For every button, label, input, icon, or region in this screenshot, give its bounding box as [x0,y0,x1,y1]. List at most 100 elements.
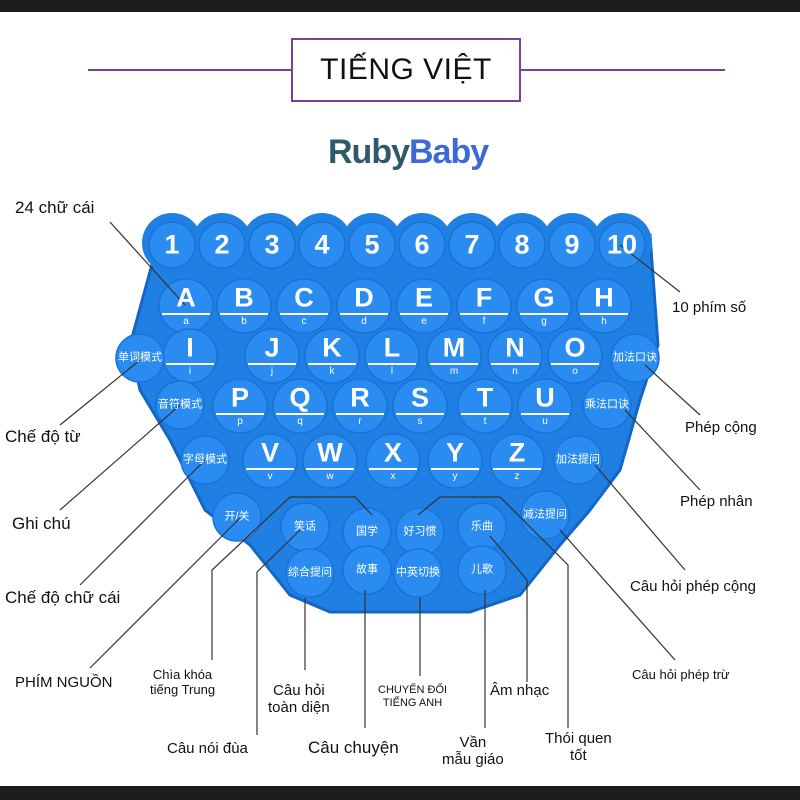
letter-key-F[interactable]: F [475,282,493,313]
letter-key-cap [489,433,545,489]
letter-key-P[interactable]: P [230,382,250,413]
logo-part-baby: Baby [409,133,489,171]
letter-key-X[interactable]: X [383,437,403,468]
stories-key[interactable]: 故事 [356,563,378,576]
function-key-cap [212,492,262,542]
letter-key-D[interactable]: D [354,282,374,313]
number-key-6[interactable]: 6 [414,229,430,260]
lowercase-w: w [326,471,334,482]
letter-mode-key[interactable]: 字母模式 [183,453,227,466]
number-key-1[interactable]: 1 [164,229,180,260]
logo-part-ruby: Ruby [328,133,410,171]
key-underline [461,413,509,415]
letter-key-Z[interactable]: Z [508,437,526,468]
label-number-keys: 10 phím số [672,299,747,316]
addition-table-key[interactable]: 加法口诀 [613,351,657,364]
chinese-classics-key[interactable]: 国学 [356,525,378,538]
key-underline [368,363,416,365]
letter-key-O[interactable]: O [564,332,586,363]
number-key-2[interactable]: 2 [214,229,230,260]
function-key-cap [553,435,603,485]
letter-key-Q[interactable]: Q [289,382,311,413]
number-key-8[interactable]: 8 [514,229,530,260]
number-key-cap [198,221,246,269]
lowercase-i: i [188,366,192,377]
key-underline [431,468,479,470]
key-underline [216,413,264,415]
letter-key-M[interactable]: M [442,332,466,363]
title-line-left [88,69,291,71]
label-power-key: PHÍM NGUỒN [15,674,113,691]
letter-key-R[interactable]: R [350,382,370,413]
bottom-bar [0,786,800,800]
key-underline [400,313,448,315]
lowercase-c: c [301,316,307,327]
letter-key-W[interactable]: W [317,437,343,468]
leader-line-letters [109,221,186,306]
top-bar [0,0,800,12]
number-key-4[interactable]: 4 [314,229,330,260]
lowercase-t: t [483,416,487,427]
letter-key-V[interactable]: V [260,437,280,468]
letter-key-J[interactable]: J [264,332,280,363]
letter-key-N[interactable]: N [505,332,525,363]
label-line: Chìa khóa [152,667,213,682]
letter-key-cap [456,278,512,334]
key-underline [166,363,214,365]
letter-key-cap [216,278,272,334]
multiplication-table-key[interactable]: 乘法口诀 [585,398,629,411]
lowercase-e: e [421,316,427,327]
subtraction-question-key[interactable]: 减法提问 [523,508,567,521]
key-underline [551,363,599,365]
number-key-9[interactable]: 9 [564,229,580,260]
letter-key-cap [547,328,603,384]
letter-key-A[interactable]: A [176,282,196,313]
chinese-english-switch-key[interactable]: 中英切换 [396,566,440,579]
function-key-cap [457,545,507,595]
nursery-rhymes-key[interactable]: 儿歌 [471,563,493,576]
leader-line-multiplication [624,409,701,491]
number-key-7[interactable]: 7 [464,229,480,260]
music-note-mode-key[interactable]: 音符模式 [158,398,202,411]
key-underline [280,313,328,315]
lowercase-v: v [267,471,273,482]
letter-key-I[interactable]: I [186,332,194,363]
good-habits-key[interactable]: 好习惯 [403,525,437,538]
letter-key-E[interactable]: E [414,282,434,313]
leader-line-numbers [619,244,681,293]
letter-key-U[interactable]: U [535,382,555,413]
key-underline [340,313,388,315]
lowercase-a: a [183,316,189,327]
letter-key-K[interactable]: K [322,332,342,363]
label-addition: Phép cộng [685,419,757,436]
key-underline [369,468,417,470]
letter-key-T[interactable]: T [476,382,494,413]
letter-key-Y[interactable]: Y [445,437,465,468]
letter-key-cap [517,378,573,434]
letter-key-C[interactable]: C [294,282,314,313]
addition-question-key[interactable]: 加法提问 [556,453,600,466]
power-key[interactable]: 开/关 [224,510,250,523]
label-multiplication: Phép nhân [680,493,753,510]
letter-key-cap [426,328,482,384]
letter-key-B[interactable]: B [234,282,254,313]
letter-key-S[interactable]: S [410,382,430,413]
number-key-cap [298,221,346,269]
number-key-3[interactable]: 3 [264,229,280,260]
letter-key-cap [276,278,332,334]
jokes-key[interactable]: 笑话 [294,520,316,533]
number-key-10[interactable]: 10 [606,229,638,260]
letter-key-H[interactable]: H [594,282,614,313]
letter-key-L[interactable]: L [383,332,401,363]
label-letter-mode: Chế độ chữ cái [5,588,121,607]
letter-key-cap [365,433,421,489]
leader-line-notes [59,404,181,511]
function-key-cap [520,490,570,540]
general-question-key[interactable]: 综合提问 [288,566,332,579]
letter-key-G[interactable]: G [533,282,555,313]
number-key-5[interactable]: 5 [364,229,380,260]
word-mode-key[interactable]: 单词模式 [118,351,162,364]
letter-key-cap [244,328,300,384]
music-key[interactable]: 乐曲 [471,520,493,533]
